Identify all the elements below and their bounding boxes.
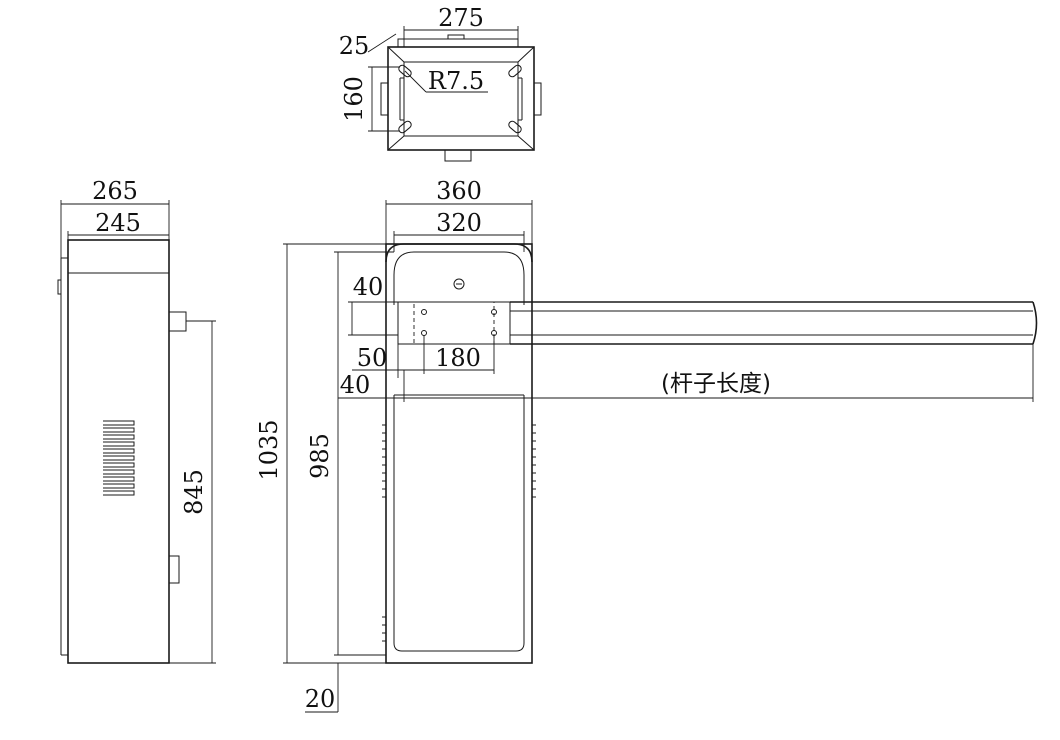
front-view-cap — [385, 243, 533, 263]
dim-arm-length: (杆子长度) — [661, 371, 771, 397]
top-view-flange — [397, 38, 519, 48]
dim-front-inner-width: 320 — [436, 209, 482, 237]
side-view-vents — [103, 420, 135, 496]
side-view-top-connector — [168, 311, 187, 332]
dim-arm-offset-bottom: 40 — [340, 371, 371, 399]
side-view-bottom-connector — [168, 555, 180, 584]
front-view-right-vents — [532, 424, 536, 498]
dim-top-corner: 25 — [339, 32, 370, 60]
top-view-inner-box — [403, 61, 519, 137]
top-view-connector — [444, 149, 472, 162]
dim-base-height: 20 — [305, 685, 336, 713]
side-view: 265 245 845 — [57, 177, 216, 664]
front-view: 360 320 40 50 180 40 (杆子长度) 1035 985 — [255, 177, 1038, 713]
lock-icon — [453, 278, 465, 290]
dim-body-height: 985 — [306, 433, 334, 479]
dim-top-height: 160 — [340, 76, 368, 122]
dim-arm-offset-left: 50 — [357, 344, 388, 372]
dim-arm-offset-top: 40 — [353, 273, 384, 301]
front-view-left-vents — [382, 424, 386, 642]
dim-top-width: 275 — [438, 4, 484, 32]
dim-side-outer-width: 265 — [92, 177, 138, 205]
side-view-body — [67, 239, 170, 664]
dim-arm-plate-width: 180 — [435, 344, 481, 372]
front-view-door — [393, 395, 525, 652]
dim-total-height: 1035 — [255, 419, 283, 480]
dim-top-radius: R7.5 — [428, 67, 484, 95]
dim-side-height: 845 — [180, 469, 208, 515]
dim-side-inner-width: 245 — [95, 209, 141, 237]
dim-front-outer-width: 360 — [436, 177, 482, 205]
front-view-arm-plate — [397, 301, 511, 345]
top-view: 275 25 R7.5 160 — [339, 4, 542, 162]
